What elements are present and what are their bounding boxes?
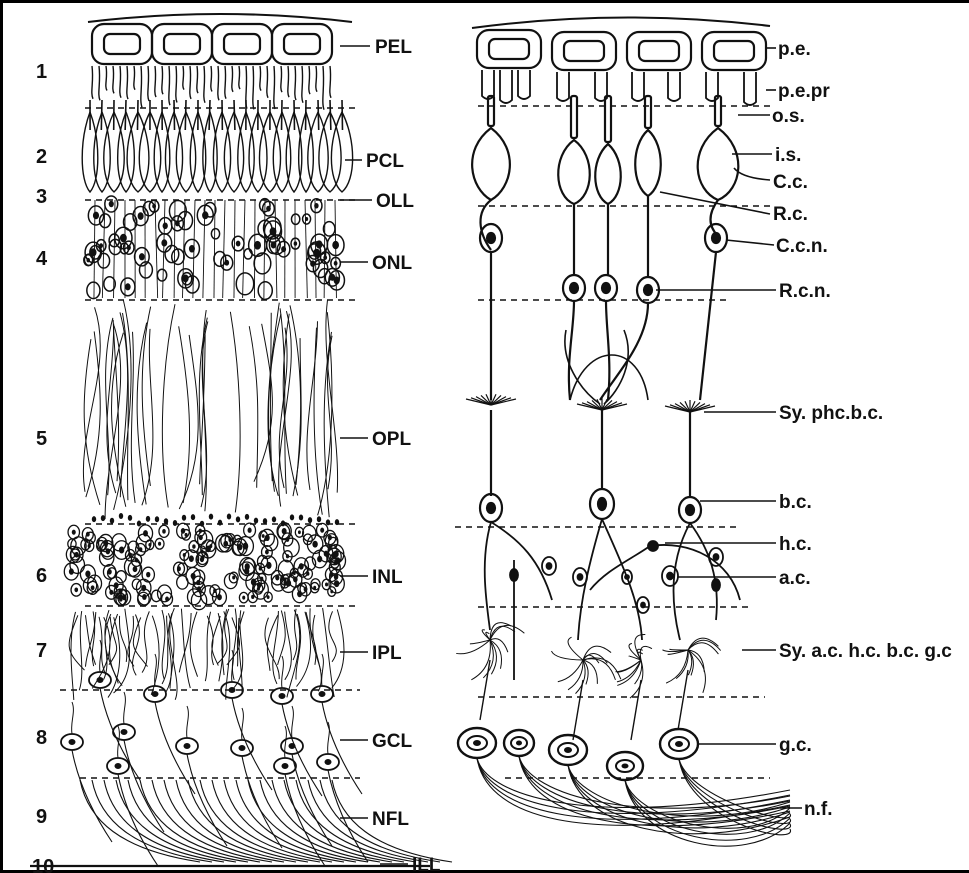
right-nerve-fibers: [477, 756, 791, 846]
layer-label-opl: OPL: [372, 429, 411, 450]
layer-number: 1: [36, 61, 47, 83]
layer-number: 8: [36, 727, 47, 749]
label-horizontal-cell: h.c.: [779, 534, 812, 555]
layer-label-onl: ONL: [372, 253, 413, 274]
label-inner-segment: i.s.: [775, 145, 801, 166]
ganglion-cells: [458, 728, 698, 780]
layer-label-ipl: IPL: [372, 643, 402, 664]
label-pigment-epithelium-processes: p.e.pr: [778, 81, 830, 102]
right-labels: p.e. p.e.pr o.s. i.s. C.c. R.c. C.c.n. R…: [772, 39, 952, 820]
photoreceptor-cells: [472, 96, 738, 404]
cone-cell: [698, 96, 739, 400]
layer-number: 6: [36, 565, 47, 587]
right-layer-boundaries: [455, 106, 770, 778]
layer-label-pcl: PCL: [366, 151, 404, 172]
layer-label-ill: ILL: [412, 855, 441, 873]
label-ganglion-cell: g.c.: [779, 735, 812, 756]
label-pigment-epithelium: p.e.: [778, 39, 811, 60]
layer-number: 2: [36, 146, 47, 168]
layer-label-gcl: GCL: [372, 731, 413, 752]
rod-cell: [595, 96, 621, 400]
bipolar-cells: [480, 410, 701, 523]
label-cone-cell-nucleus: C.c.n.: [776, 236, 828, 257]
label-cone-cell: C.c.: [773, 172, 808, 193]
right-panel: p.e. p.e.pr o.s. i.s. C.c. R.c. C.c.n. R…: [455, 17, 952, 846]
layer-number: 10: [32, 856, 54, 873]
label-synapse-photoreceptor-bipolar: Sy. phc.b.c.: [779, 403, 883, 424]
left-outer-nuclear-layer: [84, 196, 345, 299]
layer-label-pel: PEL: [375, 37, 412, 58]
label-nerve-fiber: n.f.: [804, 799, 833, 820]
layer-label-nfl: NFL: [372, 809, 409, 830]
left-ganglion-cell-layer: [61, 640, 368, 866]
label-rod-cell: R.c.: [773, 204, 808, 225]
left-panel: 1 2 3 4 5 6 7 8 9 10 PEL PCL OLL ONL OPL…: [30, 14, 452, 873]
layer-number: 7: [36, 640, 47, 662]
layer-labels: PEL PCL OLL ONL OPL INL IPL GCL NFL ILL: [366, 37, 441, 873]
left-photoreceptor-layer: [82, 100, 352, 192]
label-rod-cell-nucleus: R.c.n.: [779, 281, 831, 302]
layer-number: 5: [36, 428, 47, 450]
rod-cell: [558, 96, 590, 400]
layer-label-inl: INL: [372, 567, 403, 588]
left-pigment-epithelium: [92, 24, 332, 64]
label-amacrine-cell: a.c.: [779, 568, 811, 589]
right-pigment-epithelium: [477, 30, 766, 70]
layer-label-oll: OLL: [376, 191, 414, 212]
layer-numbers: 1 2 3 4 5 6 7 8 9 10: [32, 61, 54, 873]
left-inner-plexiform-layer: [69, 608, 344, 700]
layer-number: 9: [36, 806, 47, 828]
label-outer-segment: o.s.: [772, 106, 805, 127]
label-synapse-inner-plexiform: Sy. a.c. h.c. b.c. g.c: [779, 641, 952, 662]
inner-plexiform-synapses: [456, 623, 720, 740]
left-outer-plexiform-layer: [83, 300, 339, 527]
left-inner-nuclear-layer: [64, 523, 345, 610]
label-bipolar-cell: b.c.: [779, 492, 812, 513]
left-pigment-processes: [92, 66, 331, 110]
layer-number: 3: [36, 186, 47, 208]
cone-cell: [472, 96, 510, 400]
layer-number: 4: [36, 248, 48, 270]
